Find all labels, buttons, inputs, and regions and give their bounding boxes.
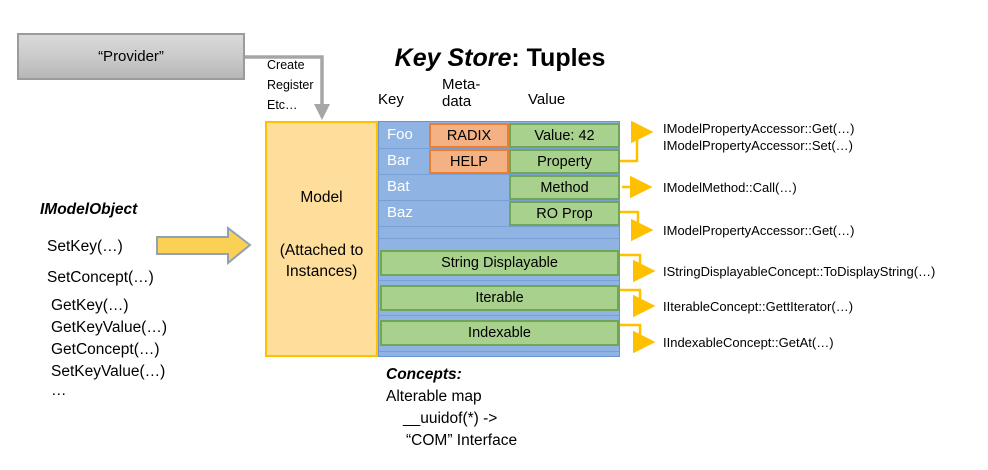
column-header-key: Key (378, 91, 404, 108)
row-divider (379, 351, 619, 352)
column-header-value: Value (528, 91, 566, 108)
column-header-metadata: Meta- data (442, 76, 481, 110)
key-baz: Baz (387, 204, 413, 221)
model-box-subtitle: (Attached to (279, 242, 364, 259)
provider-label: “Provider” (98, 48, 164, 65)
provider-flow-arrowhead (314, 104, 330, 120)
row-divider (379, 200, 619, 201)
callout-arrow-ro-prop (620, 210, 654, 242)
concepts-line: __uuidof(*) -> (403, 410, 498, 427)
concepts-line: Alterable map (386, 388, 482, 405)
key-foo: Foo (387, 126, 413, 143)
key-bar: Bar (387, 152, 411, 169)
key-store-column: Foo Bar Bat Baz RADIX HELP Value: 42 Pro… (378, 121, 620, 357)
callout-todisplaystring: IStringDisplayableConcept::ToDisplayStri… (663, 264, 936, 279)
concept-bar-indexable: Indexable (380, 320, 619, 346)
callout-arrow-string-displayable (620, 253, 656, 283)
provider-box: “Provider” (17, 33, 245, 80)
method-setconcept: SetConcept(…) (47, 269, 154, 286)
callout-roprop-get: IModelPropertyAccessor::Get(…) (663, 223, 855, 238)
title-key-store: Key Store (394, 44, 512, 72)
method-setkey: SetKey(…) (47, 238, 123, 255)
page-title: Key Store: Tuples (350, 44, 650, 73)
model-box-subtitle: Instances) (285, 263, 358, 280)
connector-line: Create (267, 58, 305, 72)
value-box-ro-prop: RO Prop (509, 201, 620, 226)
row-divider (379, 226, 619, 227)
row-divider (379, 238, 619, 239)
method-setkeyvalue: SetKeyValue(…) (51, 363, 166, 380)
callout-arrow-property (620, 120, 654, 163)
concept-bar-string-displayable: String Displayable (380, 250, 619, 276)
method-getkey: GetKey(…) (51, 297, 129, 314)
callout-method-call: IModelMethod::Call(…) (663, 180, 797, 195)
concept-bar-iterable: Iterable (380, 285, 619, 311)
callout-arrow-iterable (620, 288, 656, 318)
concepts-heading: Concepts: (386, 366, 462, 383)
value-box-value42: Value: 42 (509, 123, 620, 148)
model-box-title: Model (300, 189, 343, 206)
metadata-radix-box: RADIX (429, 123, 509, 148)
metadata-help-box: HELP (429, 149, 509, 174)
method-ellipsis: … (51, 382, 67, 399)
connector-line: Register (267, 78, 314, 92)
model-input-arrow (156, 225, 252, 266)
callout-arrow-indexable (620, 323, 656, 354)
title-tuples: : Tuples (511, 44, 606, 72)
method-getconcept: GetConcept(…) (51, 341, 160, 358)
row-divider (379, 315, 619, 316)
connector-line: Etc… (267, 98, 298, 112)
provider-connector-label: Create Register Etc… (267, 55, 314, 115)
method-getkeyvalue: GetKeyValue(…) (51, 319, 168, 336)
row-divider (379, 148, 619, 149)
callout-property-get: IModelPropertyAccessor::Get(…) (663, 121, 855, 136)
imodelobject-heading: IModelObject (40, 201, 138, 218)
row-divider (379, 174, 619, 175)
model-box: Model (Attached to Instances) (265, 121, 378, 357)
callout-getiterator: IIterableConcept::GettIterator(…) (663, 299, 854, 314)
callout-getat: IIndexableConcept::GetAt(…) (663, 335, 834, 350)
concepts-line: “COM” Interface (406, 432, 518, 449)
value-box-method: Method (509, 175, 620, 200)
value-box-property: Property (509, 149, 620, 174)
key-bat: Bat (387, 178, 410, 195)
callout-property-set: IModelPropertyAccessor::Set(…) (663, 138, 854, 153)
row-divider (379, 280, 619, 281)
